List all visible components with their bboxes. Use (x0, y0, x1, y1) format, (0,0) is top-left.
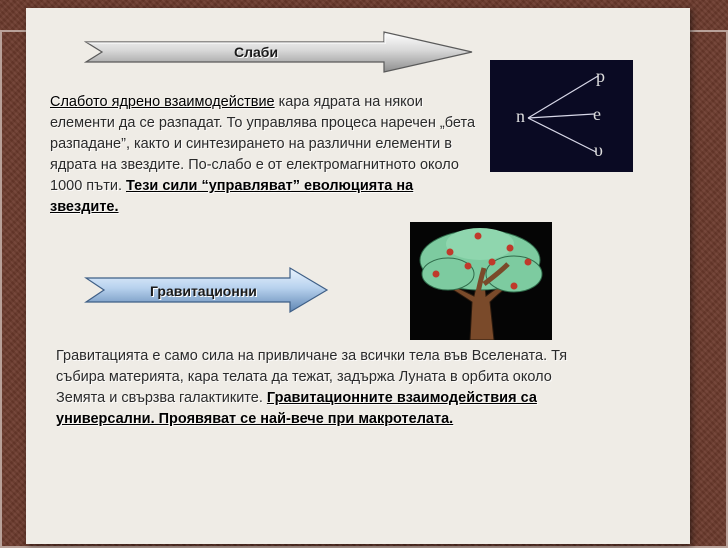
gravity-text: Гравитацията е само сила на привличане з… (56, 346, 604, 430)
weak-arrow-label: Слаби (234, 44, 279, 60)
gravity-conclusion: Гравитационните взаимодействия са универ… (56, 390, 537, 427)
neutrino-label: υ (594, 140, 603, 160)
weak-arrow: Слаби (84, 28, 476, 76)
gravity-body: Гравитацията е само сила на привличане з… (56, 348, 568, 406)
neutron-label: n (516, 106, 525, 126)
weak-interaction-text: Слабото ядрено взаимодействие кара ядрат… (50, 92, 475, 218)
apple-tree-icon (410, 222, 552, 341)
gravity-arrow: Гравитационни (84, 266, 330, 314)
weak-interaction-body: кара ядрата на някои елементи да се разп… (50, 94, 476, 194)
weak-interaction-term: Слабото ядрено взаимодействие (50, 94, 275, 110)
gravity-arrow-label: Гравитационни (150, 283, 257, 299)
beta-decay-diagram: n p e υ (490, 60, 633, 172)
electron-label: e (593, 104, 601, 124)
weak-interaction-conclusion: Тези сили “управляват” еволюцията на зве… (50, 178, 414, 215)
proton-label: p (596, 66, 605, 86)
